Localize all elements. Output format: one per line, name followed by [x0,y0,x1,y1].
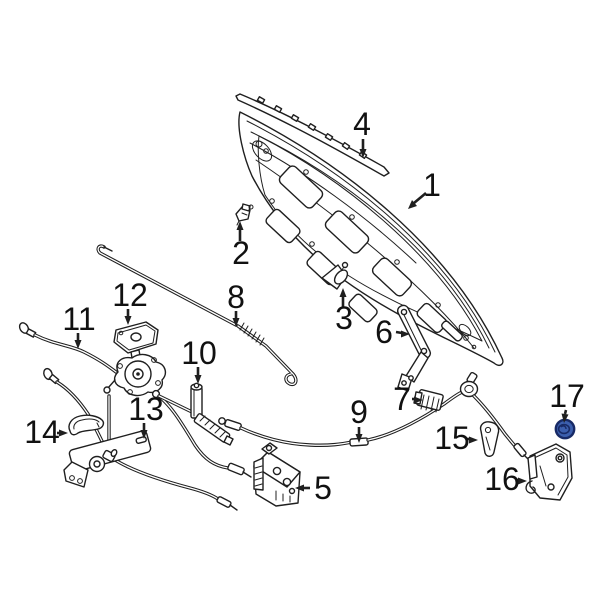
callout-label-8[interactable]: 8 [227,279,245,315]
callout-label-11[interactable]: 11 [62,301,95,337]
callout-7[interactable]: 7 [393,381,423,417]
release-bracket-13 [63,430,152,488]
cable-clip-7 [413,389,444,413]
callout-label-13[interactable]: 13 [128,391,164,427]
callout-4[interactable]: 4 [353,106,371,158]
grommet-17 [554,418,576,440]
prop-rod-spring [239,322,265,346]
callout-label-5[interactable]: 5 [314,470,332,506]
hood-hinge-6 [396,304,432,392]
cable-from-bracket [110,456,238,511]
rubber-stop-15 [479,421,500,457]
callout-15[interactable]: 15 [434,420,478,456]
callout-13[interactable]: 13 [128,391,164,439]
callout-label-10[interactable]: 10 [181,335,217,371]
callout-label-15[interactable]: 15 [434,420,470,456]
callout-10[interactable]: 10 [181,335,217,384]
callout-9[interactable]: 9 [350,394,368,443]
callout-14[interactable]: 14 [24,414,68,450]
callout-label-14[interactable]: 14 [24,414,60,450]
callout-label-6[interactable]: 6 [375,314,393,350]
callout-3[interactable]: 3 [335,288,353,336]
hood-latch-16 [525,443,573,501]
seal-strip-tabs [256,96,368,160]
release-handle-14 [68,414,105,436]
hood-inner-cutouts [265,165,472,342]
callout-6[interactable]: 6 [375,314,410,350]
callout-label-7[interactable]: 7 [393,381,411,417]
hood-panel [238,111,504,366]
hood-bolt-holes [263,148,477,350]
callout-12[interactable]: 12 [112,277,148,325]
prop-rod-8 [96,244,298,387]
latch-cover-12 [113,321,159,359]
callout-17[interactable]: 17 [549,378,585,423]
callout-5[interactable]: 5 [295,470,332,506]
callout-label-9[interactable]: 9 [350,394,368,430]
release-cable-11 [18,322,118,374]
callout-label-17[interactable]: 17 [549,378,585,414]
hood-latch-5 [253,442,301,507]
hood-seal-strip [235,93,390,177]
hood-clip-2 [235,203,254,226]
support-10 [151,382,234,446]
callout-label-3[interactable]: 3 [335,300,353,336]
callout-label-4[interactable]: 4 [353,106,371,142]
hood-bumper-3 [321,261,349,290]
callout-1[interactable]: 1 [408,167,441,209]
callout-label-2[interactable]: 2 [232,235,250,271]
callout-2[interactable]: 2 [232,221,250,271]
callout-16[interactable]: 16 [484,461,527,497]
callout-label-1[interactable]: 1 [423,167,441,203]
callout-label-12[interactable]: 12 [112,277,148,313]
callout-11[interactable]: 11 [62,301,96,349]
handle-cable [43,367,108,451]
callout-label-16[interactable]: 16 [484,461,520,497]
callout-8[interactable]: 8 [227,279,245,327]
cable-to-latch [148,388,252,478]
